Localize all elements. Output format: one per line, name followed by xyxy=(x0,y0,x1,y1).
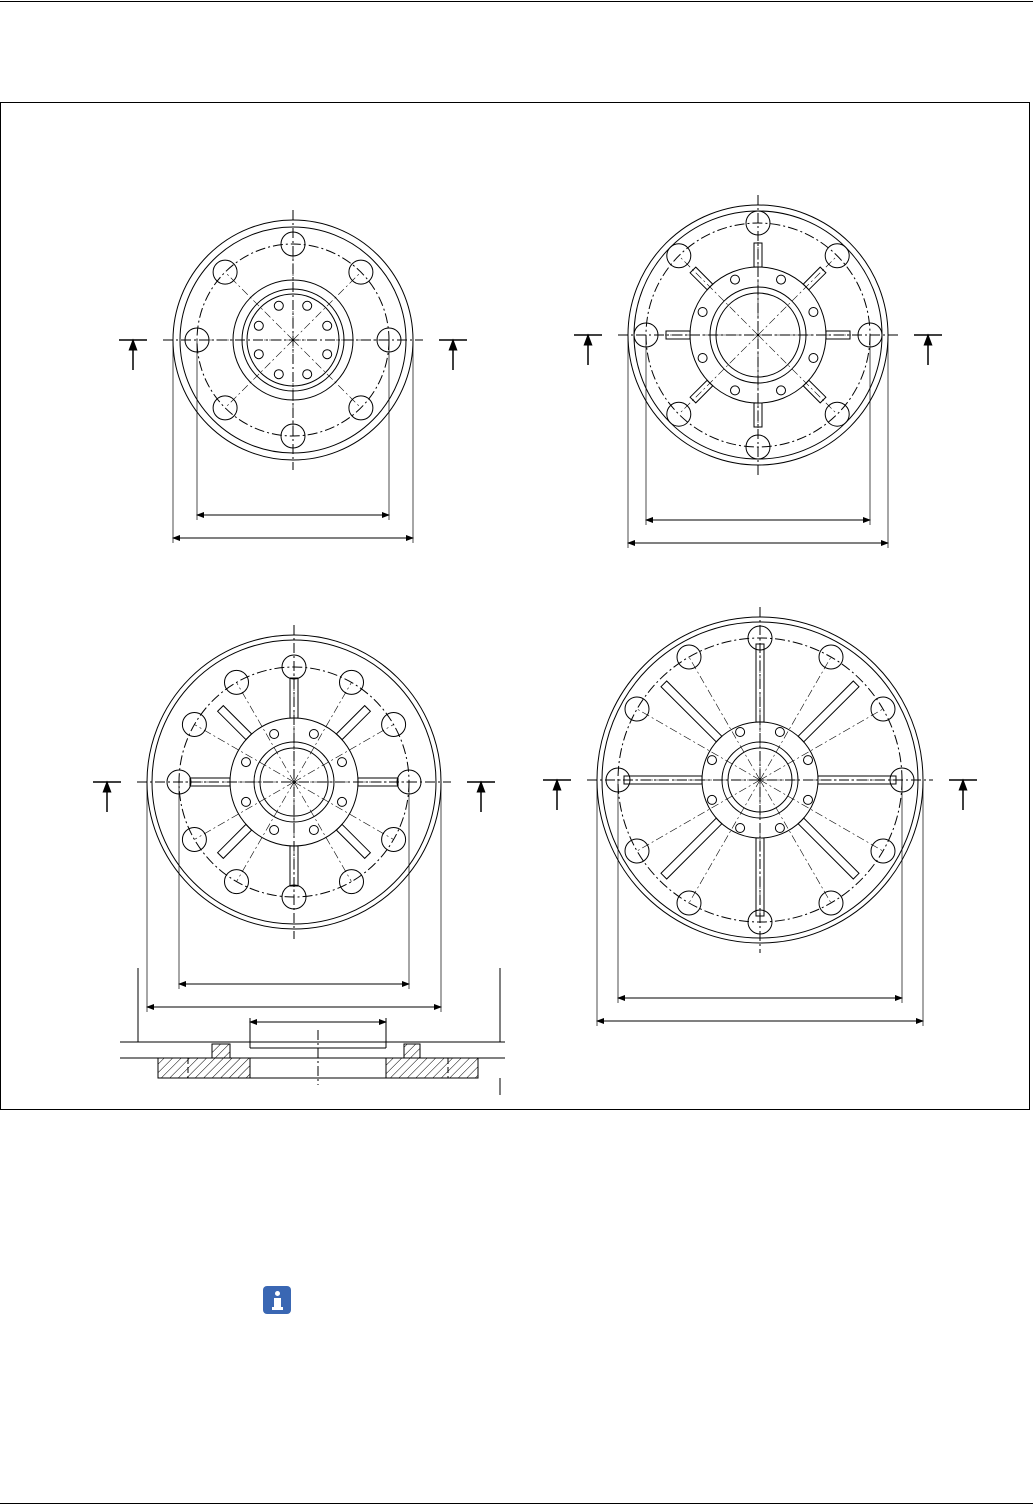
flange-view-2 xyxy=(574,195,942,548)
info-icon xyxy=(263,1286,291,1314)
flange-view-3 xyxy=(93,625,495,1012)
flange-cross-section xyxy=(120,968,505,1095)
footer-rule xyxy=(0,1503,1033,1504)
flange-view-4 xyxy=(543,607,977,1026)
flange-view-1 xyxy=(119,210,467,543)
